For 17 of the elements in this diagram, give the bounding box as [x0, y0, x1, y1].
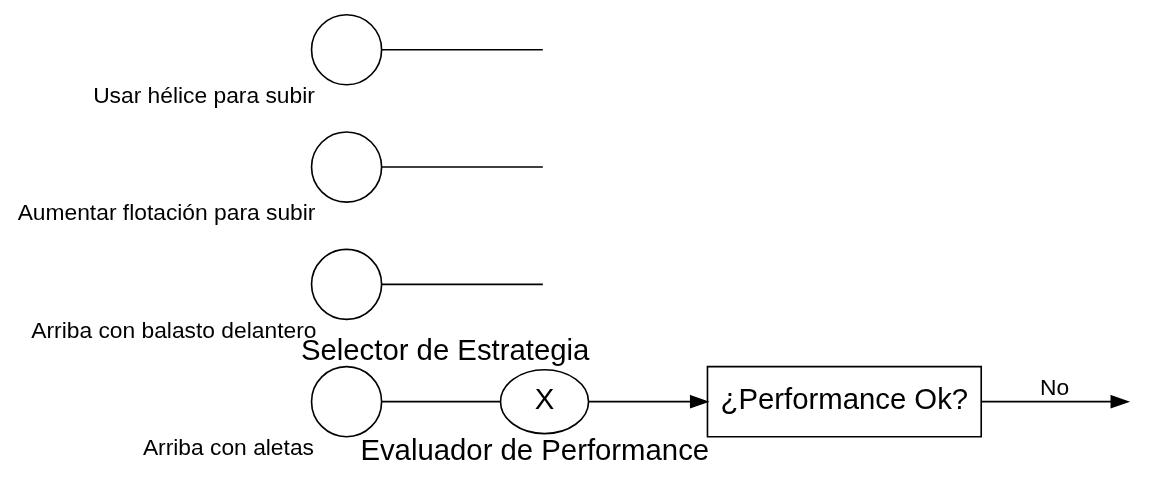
node-label: Aumentar flotación para subir: [17, 199, 315, 226]
node-label: Usar hélice para subir: [92, 82, 315, 109]
node-circle: [310, 131, 382, 203]
edge-label: No: [1039, 374, 1069, 401]
node-circle: [310, 13, 382, 86]
node-box: ¿Performance Ok?: [706, 365, 982, 438]
connector: [380, 166, 544, 168]
connector: [380, 283, 544, 286]
arrow: [587, 394, 709, 409]
connector: [380, 48, 544, 51]
node-label: Evaluador de Performance: [359, 433, 709, 467]
node-ellipse: X: [499, 368, 589, 435]
node-circle: [310, 365, 382, 438]
node-label: Arriba con aletas: [142, 433, 314, 460]
arrow: [980, 394, 1130, 409]
connector: [380, 400, 501, 403]
node-circle: [310, 248, 382, 321]
